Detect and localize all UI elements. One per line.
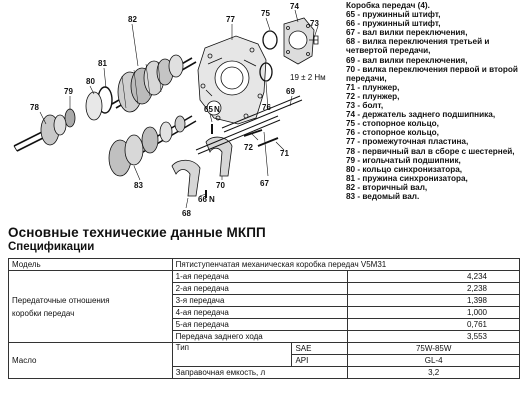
callout-69: 69: [286, 87, 295, 96]
callout-72: 72: [244, 143, 253, 152]
transmission-exploded-diagram: 77 75 74 73 80 81 82 79 78 65 76 69 72 7…: [13, 2, 326, 218]
api-label: API: [291, 354, 349, 367]
gear-name: 1-ая передача: [171, 270, 349, 283]
specifications-table: Модель Пятиступенчатая механическая коро…: [8, 258, 521, 379]
sae-label: SAE: [291, 342, 349, 355]
callout-66-n: N: [209, 195, 215, 204]
needle-bearing: [64, 108, 76, 128]
legend-item: 71 - плунжер,: [346, 82, 400, 92]
legend-item: 75 - стопорное кольцо,: [346, 119, 439, 129]
legend-item: 82 - вторичный вал,: [346, 182, 428, 192]
legend-item: 67 - вал вилки переключения,: [346, 28, 468, 38]
sae-value: 75W-85W: [347, 342, 520, 355]
gear-name: 2-ая передача: [171, 282, 349, 295]
synchronizer-ring: [85, 91, 103, 121]
callout-79: 79: [64, 87, 73, 96]
table-row: 2-ая передача 2,238: [9, 282, 520, 295]
callout-74: 74: [290, 2, 299, 11]
callout-70: 70: [216, 181, 225, 190]
table-row: API GL-4: [9, 354, 520, 367]
capacity-value: 3,2: [347, 366, 520, 379]
table-row: 5-ая передача 0,761: [9, 318, 520, 331]
table-row: Заправочная емкость, л 3,2: [9, 366, 520, 379]
snap-ring-75: [262, 30, 278, 50]
callout-68: 68: [182, 209, 191, 218]
gear-name: 5-ая передача: [171, 318, 349, 331]
shift-rail-67: [195, 115, 281, 155]
snap-ring-76: [259, 62, 273, 82]
callout-73: 73: [310, 19, 319, 28]
parts-legend: Коробка передач (4). 65 - пружинный штиф…: [346, 1, 524, 201]
legend-item: 74 - держатель заднего подшипника,: [346, 110, 496, 120]
legend-item: 80 - кольцо синхронизатора,: [346, 164, 463, 174]
output-shaft: [111, 54, 197, 113]
oil-label: Масло: [8, 342, 173, 379]
callout-65-n: N: [214, 105, 220, 114]
callout-67: 67: [260, 179, 269, 188]
callout-65: 65: [204, 105, 213, 114]
gear-ratio-value: 3,553: [347, 330, 520, 343]
callout-78: 78: [30, 103, 39, 112]
legend-item: 69 - вал вилки переключения,: [346, 55, 468, 65]
legend-title: Коробка передач (4).: [346, 1, 430, 10]
gear-name: 3-я передача: [171, 294, 349, 307]
table-row: Масло Тип SAE 75W-85W: [8, 342, 520, 379]
callout-83: 83: [134, 181, 143, 190]
countershaft: [108, 115, 197, 177]
callout-76: 76: [262, 103, 271, 112]
legend-item: 70 - вилка переключения первой и второй …: [346, 64, 518, 83]
callout-77: 77: [226, 15, 235, 24]
callout-81: 81: [98, 59, 107, 68]
gear-ratio-value: 4,234: [347, 270, 520, 283]
callout-71: 71: [280, 149, 289, 158]
page-title: Основные технические данные МКПП: [8, 225, 266, 240]
input-shaft: [13, 114, 67, 152]
plunger-72: [243, 129, 263, 137]
legend-item: 65 - пружинный штифт,: [346, 10, 441, 20]
gear-name: 4-ая передача: [171, 306, 349, 319]
gear-ratio-value: 1,000: [347, 306, 520, 319]
shift-rail-69: [221, 95, 303, 133]
legend-item: 73 - болт,: [346, 101, 384, 111]
oil-type-label: Тип: [171, 342, 293, 367]
callout-75: 75: [261, 9, 270, 18]
model-label: Модель: [8, 258, 173, 271]
legend-item: 66 - пружинный штифт,: [346, 19, 441, 29]
shift-fork-3-4: [171, 159, 201, 197]
legend-item: 72 - плунжер,: [346, 91, 400, 101]
shift-fork-1-2: [205, 136, 233, 177]
plunger-71: [257, 137, 279, 147]
gear-name: Передача заднего хода: [171, 330, 349, 343]
section-subtitle: Спецификации: [8, 241, 95, 253]
table-row: Модель Пятиступенчатая механическая коро…: [8, 258, 521, 271]
legend-item: 81 - пружина синхронизатора,: [346, 173, 468, 183]
gear-ratio-value: 1,398: [347, 294, 520, 307]
callout-66: 66: [198, 195, 207, 204]
legend-item: 68 - вилка переключения третьей и четвер…: [346, 37, 490, 56]
bolt-73: [309, 35, 319, 45]
legend-item: 78 - первичный вал в сборе с шестерней,: [346, 146, 515, 156]
torque-label: 19 ± 2 Нм: [290, 73, 326, 82]
legend-item: 77 - промежуточная пластина,: [346, 137, 469, 147]
legend-item: 76 - стопорное кольцо,: [346, 128, 439, 138]
api-value: GL-4: [347, 354, 520, 367]
gear-ratio-value: 2,238: [347, 282, 520, 295]
capacity-label: Заправочная емкость, л: [171, 366, 349, 379]
model-value: Пятиступенчатая механическая коробка пер…: [171, 258, 521, 271]
callout-82: 82: [128, 15, 137, 24]
callout-80: 80: [86, 77, 95, 86]
legend-item: 79 - игольчатый подшипник,: [346, 155, 461, 165]
gear-ratio-value: 0,761: [347, 318, 520, 331]
legend-item: 83 - ведомый вал.: [346, 191, 420, 201]
intermediate-plate: [197, 35, 267, 125]
rear-bearing-retainer: [283, 17, 315, 65]
